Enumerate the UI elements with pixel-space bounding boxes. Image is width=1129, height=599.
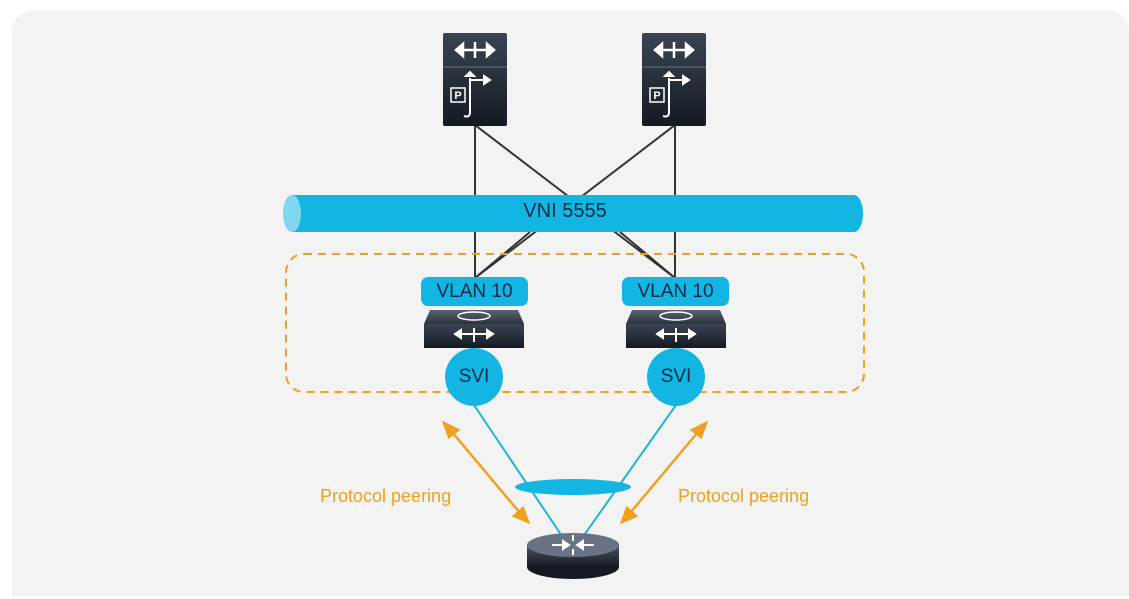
peering-label-left: Protocol peering bbox=[320, 486, 452, 506]
peering-arrow-right bbox=[619, 420, 709, 525]
port-channel-ellipse bbox=[515, 479, 631, 495]
spine-switch-right: P bbox=[642, 33, 706, 126]
svg-text:P: P bbox=[454, 90, 461, 102]
svg-text:P: P bbox=[653, 90, 660, 102]
switch-arrows-icon bbox=[653, 41, 695, 59]
vpc-domain-outline bbox=[285, 253, 865, 393]
leaf-switch-left bbox=[424, 310, 524, 348]
router-icon bbox=[527, 533, 619, 579]
vlan-badge-right: VLAN 10 bbox=[622, 277, 729, 306]
vni-tube bbox=[283, 195, 863, 232]
vlan-badge-left: VLAN 10 bbox=[421, 277, 528, 306]
switch-arrows-icon bbox=[454, 41, 496, 59]
svi-right: SVI bbox=[647, 348, 705, 406]
fabric-arrows-icon bbox=[655, 328, 697, 342]
path-forward-icon bbox=[463, 70, 492, 118]
peering-arrow-left bbox=[441, 420, 531, 525]
path-forward-icon bbox=[662, 70, 691, 118]
vni-label: VNI 5555 bbox=[523, 200, 607, 222]
spine-switch-left: P bbox=[443, 33, 507, 126]
leaf-switch-right bbox=[626, 310, 726, 348]
fabric-arrows-icon bbox=[453, 328, 495, 342]
peering-label-right: Protocol peering bbox=[678, 486, 810, 506]
svi-left: SVI bbox=[445, 348, 503, 406]
access-links bbox=[473, 404, 677, 549]
diagram-panel bbox=[12, 10, 1129, 596]
